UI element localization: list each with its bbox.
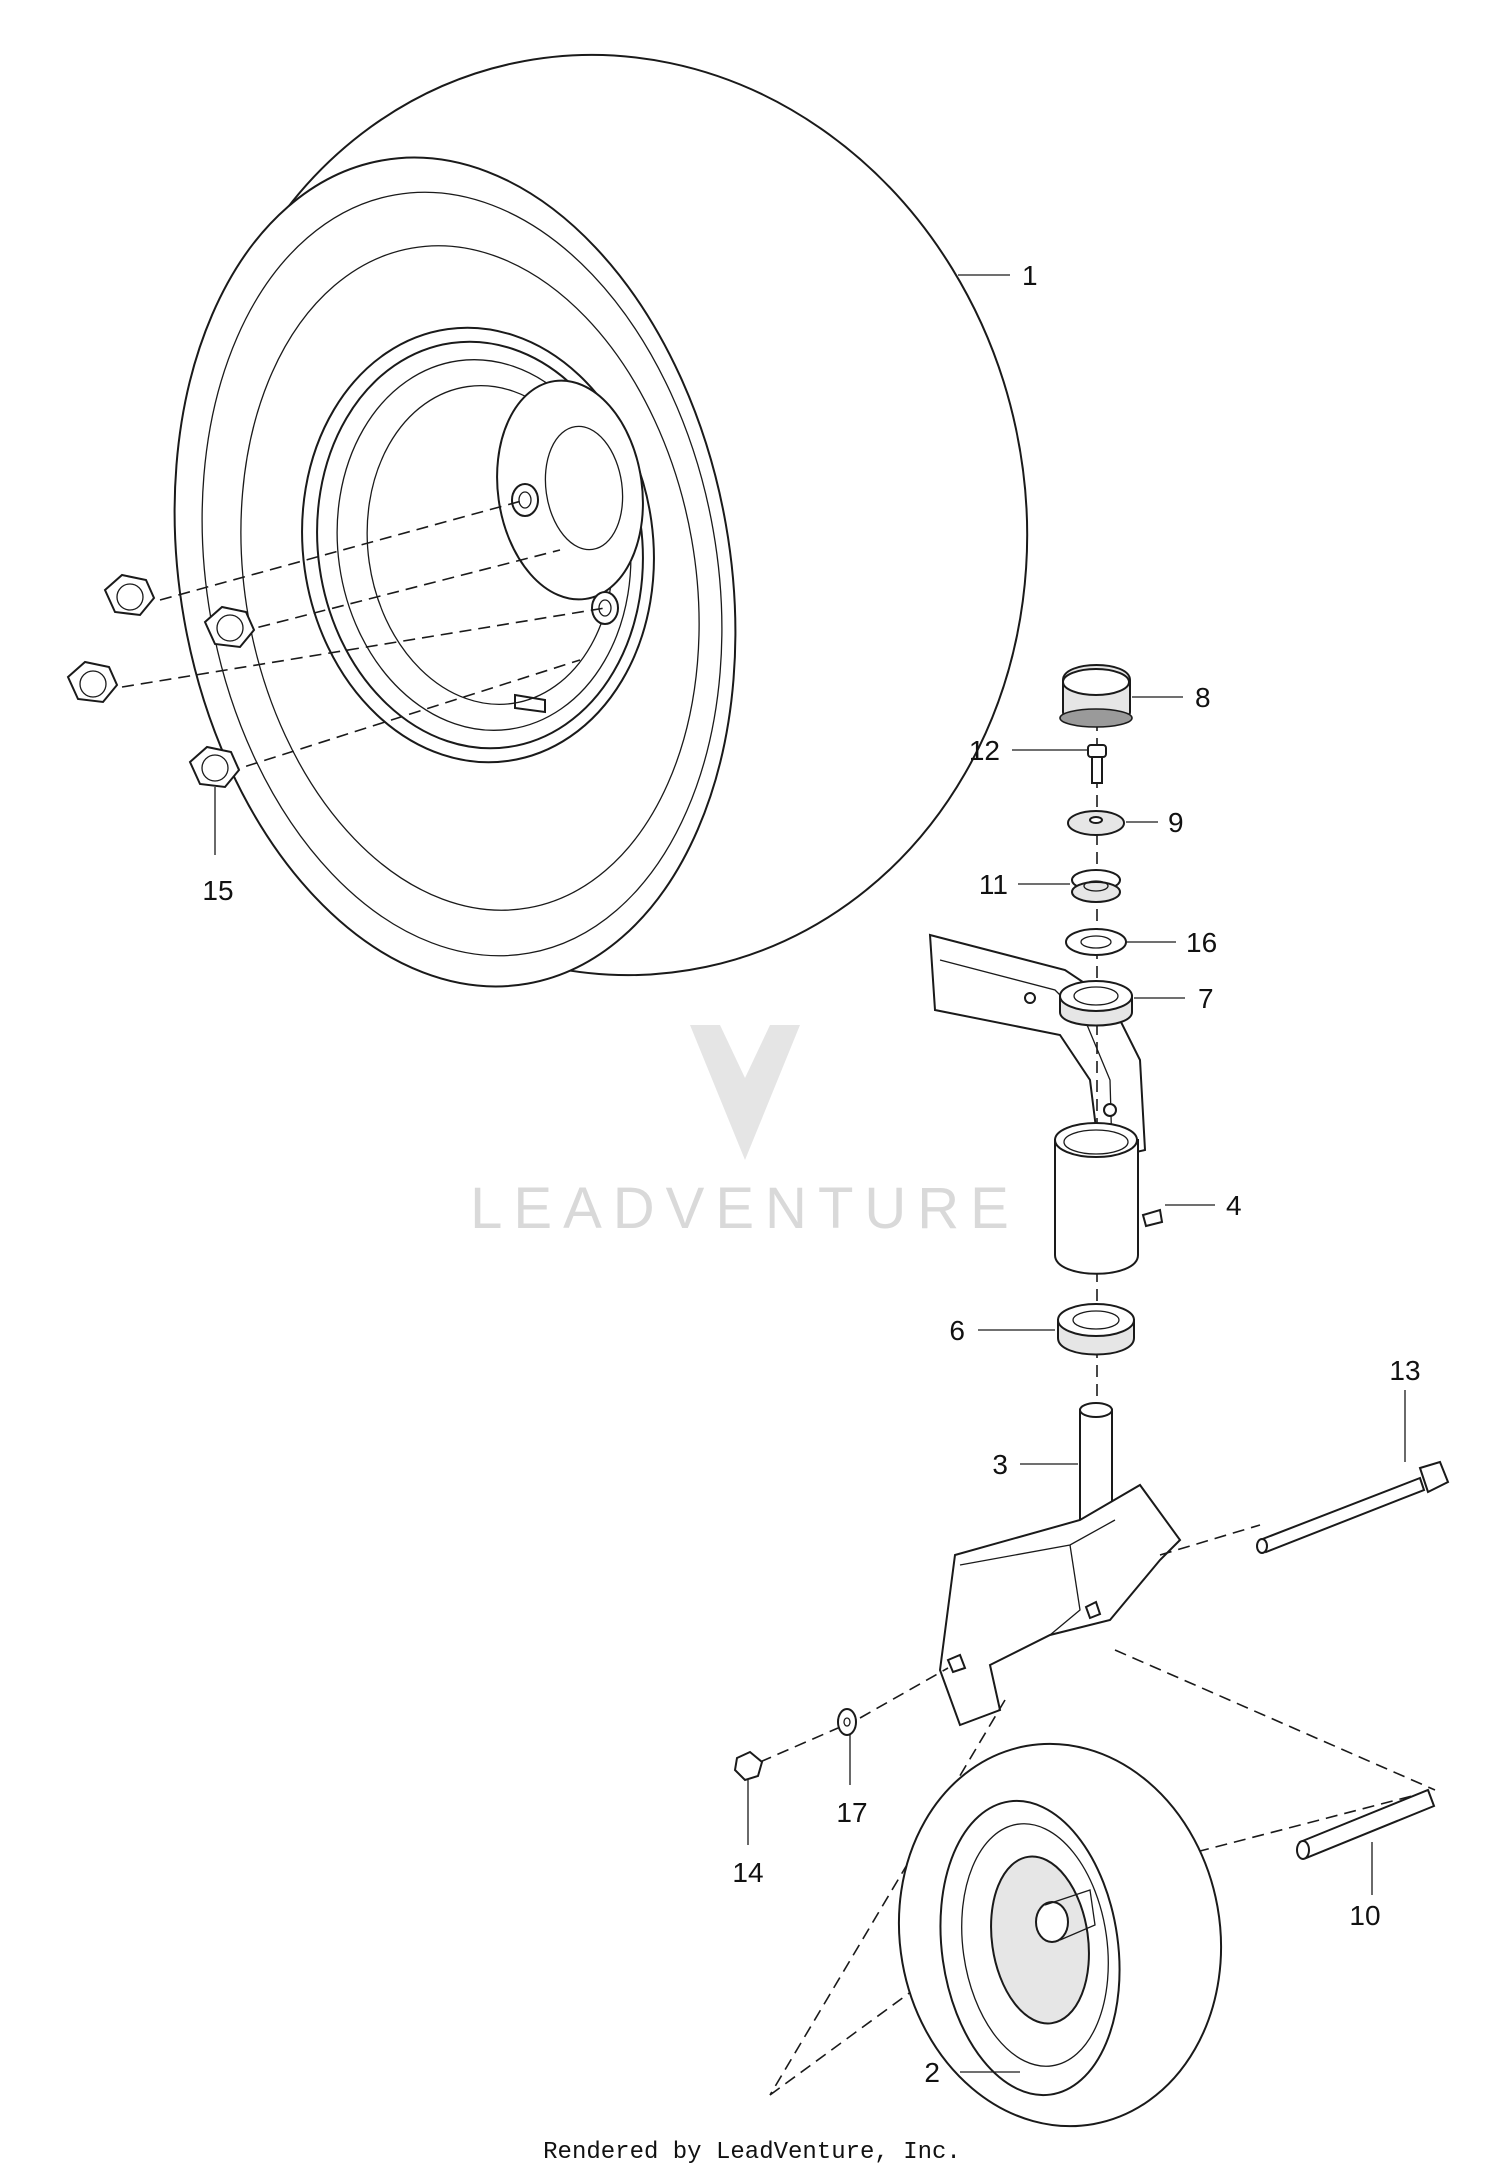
part-17-washer — [837, 1667, 949, 1736]
caster-fork — [938, 1483, 1182, 1727]
callout-1: 1 — [1022, 260, 1038, 291]
callout-2: 2 — [924, 2057, 940, 2088]
watermark-v-icon — [690, 1025, 800, 1160]
callout-12: 12 — [969, 735, 1000, 766]
part-6-lower-bearing — [1057, 1303, 1135, 1356]
callout-13: 13 — [1389, 1355, 1420, 1386]
part-1-large-tire — [173, 53, 1029, 988]
callout-16: 16 — [1186, 927, 1217, 958]
callout-9: 9 — [1168, 807, 1184, 838]
part-8-dust-cap — [1059, 664, 1133, 728]
callout-15: 15 — [202, 875, 233, 906]
part-15-lug-nuts — [66, 499, 606, 789]
watermark-text: LEADVENTURE — [470, 1176, 1020, 1241]
part-13-long-bolt — [1159, 1460, 1450, 1556]
callouts: 1 2 3 4 6 7 8 9 10 11 12 13 14 15 16 17 — [202, 260, 1420, 2088]
callout-17: 17 — [836, 1797, 867, 1828]
part-4-spindle-housing — [1054, 1122, 1164, 1275]
part-10-spacer — [1296, 1788, 1436, 1860]
part-16-flat-washer — [1065, 928, 1127, 956]
part-12-bolt — [1087, 744, 1107, 784]
part-14-nut — [733, 1727, 839, 1782]
callout-3: 3 — [992, 1449, 1008, 1480]
part-7-top-bearing — [1059, 980, 1133, 1027]
callout-7: 7 — [1198, 983, 1214, 1014]
watermark: LEADVENTURE — [470, 820, 1020, 1241]
part-9-washer — [1067, 810, 1125, 836]
callout-6: 6 — [949, 1315, 965, 1346]
part-11-seal — [1071, 869, 1121, 903]
callout-14: 14 — [732, 1857, 763, 1888]
callout-4: 4 — [1226, 1190, 1242, 1221]
callout-8: 8 — [1195, 682, 1211, 713]
footer-credit: Rendered by LeadVenture, Inc. — [543, 2139, 961, 2166]
callout-10: 10 — [1349, 1900, 1380, 1931]
callout-11: 11 — [979, 869, 1008, 900]
part-2-caster-wheel — [769, 1649, 1436, 2128]
